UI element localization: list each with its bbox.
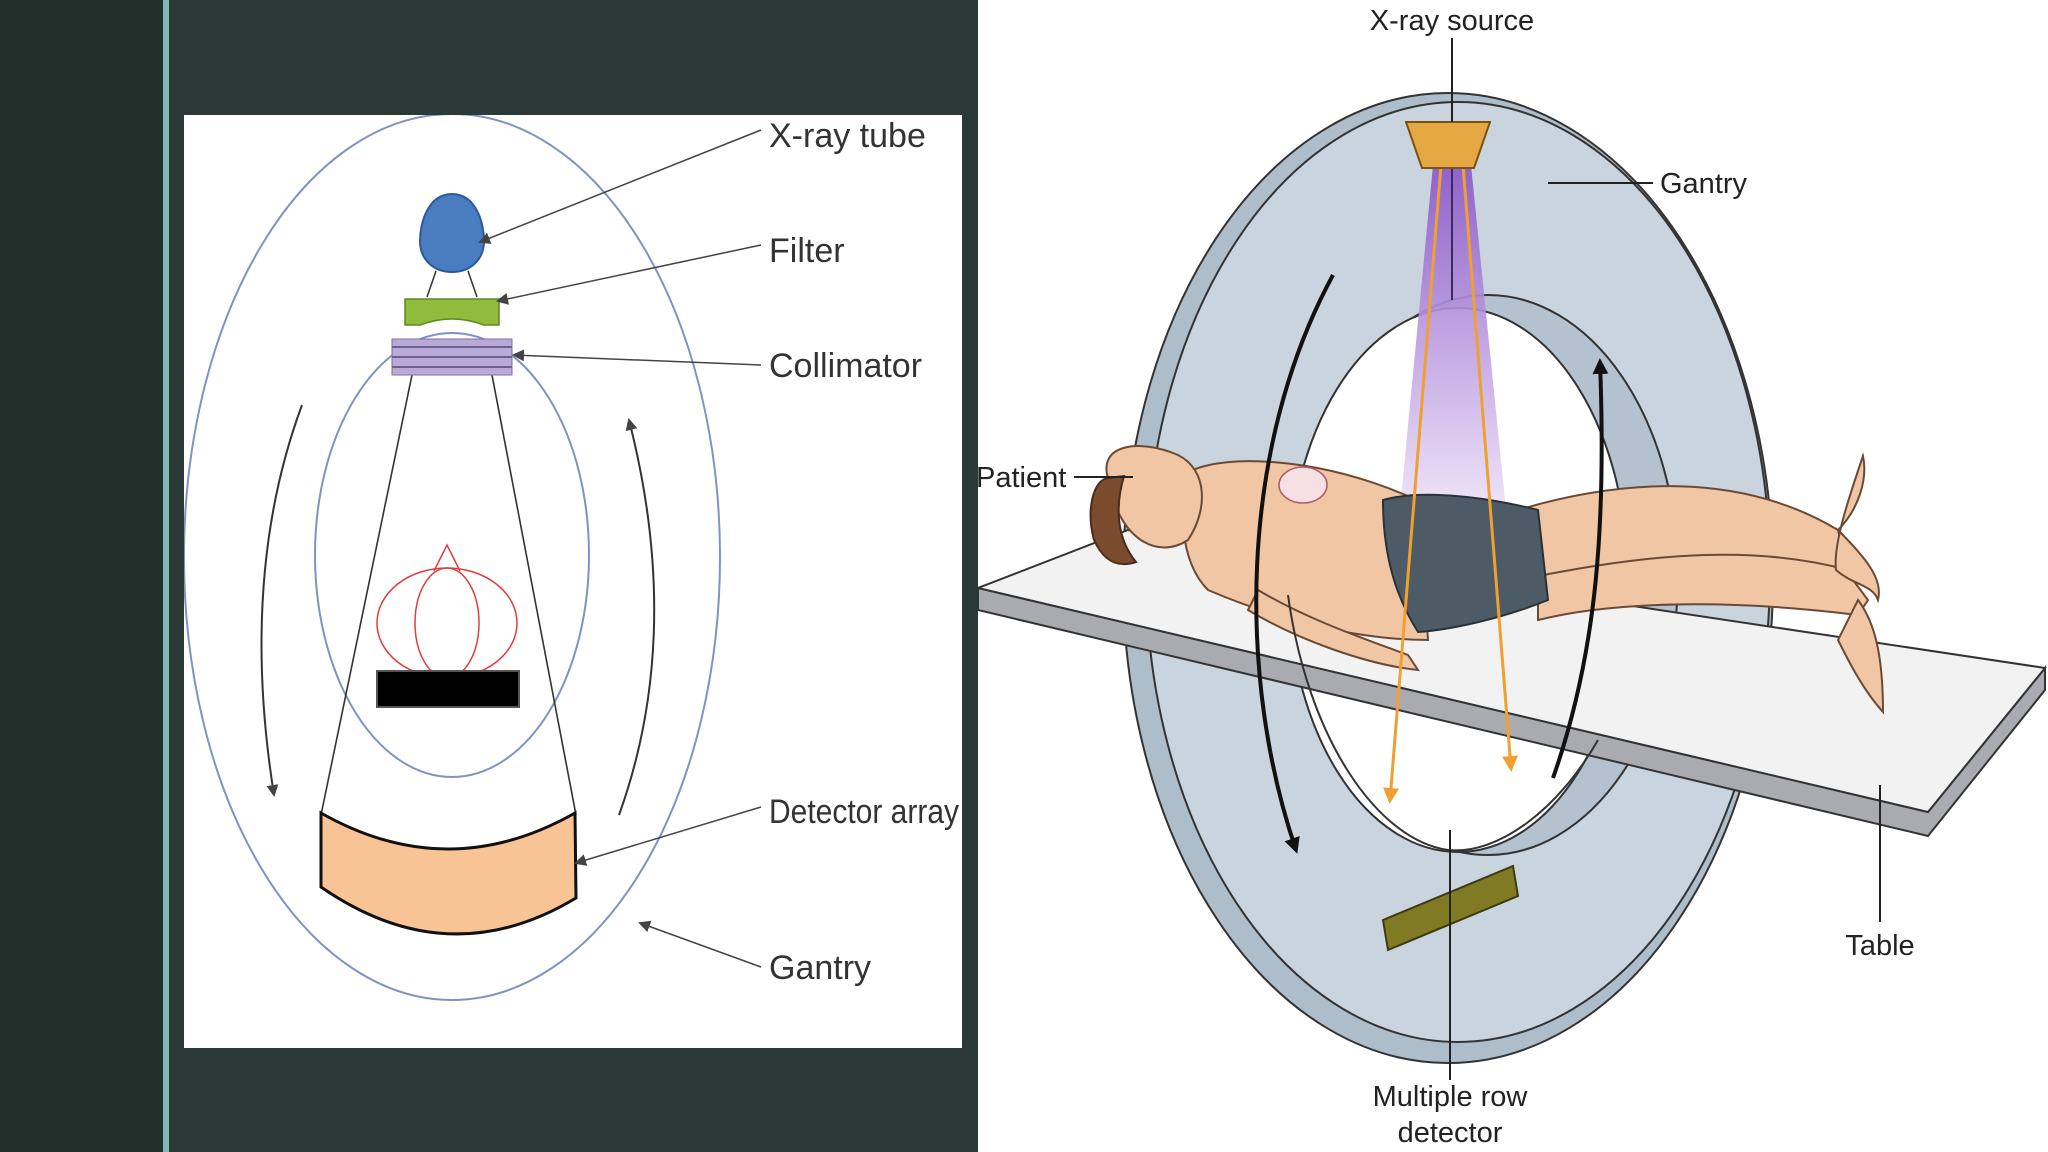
label-gantry: Gantry bbox=[1660, 168, 1748, 200]
collimator bbox=[391, 338, 513, 376]
label-xray-tube: X-ray tube bbox=[769, 117, 926, 155]
label-detector-array: Detector array bbox=[769, 793, 959, 831]
ct-schematic-panel: X-ray tube Filter Collimator Detector ar… bbox=[184, 115, 962, 1048]
tube-neck-right bbox=[467, 270, 478, 298]
patient-figure bbox=[1089, 445, 1885, 715]
label-detector-line2: detector bbox=[1398, 1117, 1503, 1149]
pointer-xray-tube bbox=[478, 129, 762, 244]
pointer-detector-array bbox=[574, 806, 762, 866]
label-filter: Filter bbox=[769, 232, 845, 270]
gantry-bore-lower-rim bbox=[1287, 594, 1599, 852]
label-detector-line1: Multiple row bbox=[1373, 1081, 1529, 1113]
patient-shorts bbox=[1381, 493, 1550, 634]
ct-schematic-diagram: X-ray tube Filter Collimator Detector ar… bbox=[184, 115, 959, 1001]
label-xray-source: X-ray source bbox=[1370, 5, 1534, 37]
label-table: Table bbox=[1845, 930, 1914, 962]
patient-hair bbox=[1089, 474, 1138, 566]
slide-accent-line bbox=[163, 0, 169, 1152]
beam-line-left bbox=[320, 374, 413, 816]
patient-heart bbox=[1278, 466, 1328, 504]
xray-ray-right bbox=[1461, 164, 1519, 772]
gantry-inner-ring bbox=[314, 332, 590, 778]
ct-scanner-illustration-panel: X-ray source Gantry Patient Table Multip… bbox=[978, 0, 2048, 1152]
xray-beam bbox=[1398, 165, 1508, 530]
pointer-gantry bbox=[638, 920, 762, 968]
xray-source bbox=[1404, 121, 1492, 169]
xray-tube bbox=[418, 192, 486, 274]
label-patient: Patient bbox=[978, 462, 1066, 494]
xray-ray-left bbox=[1382, 164, 1443, 804]
rotation-arrow-right bbox=[1551, 358, 1609, 779]
detector-array bbox=[319, 810, 578, 936]
tube-neck-left bbox=[426, 270, 437, 298]
scanned-object bbox=[376, 543, 518, 679]
rotation-arrow-left bbox=[1254, 274, 1335, 854]
gantry-outer-ring bbox=[184, 115, 721, 1001]
rotation-arrow-right bbox=[618, 418, 656, 816]
ct-scanner-illustration: X-ray source Gantry Patient Table Multip… bbox=[978, 5, 2047, 1149]
patient-table-section bbox=[376, 670, 520, 708]
label-collimator: Collimator bbox=[769, 347, 922, 385]
rotation-arrow-left bbox=[260, 404, 303, 797]
pointer-filter bbox=[496, 244, 762, 305]
pointer-collimator bbox=[512, 349, 762, 366]
slide-left-strip bbox=[0, 0, 163, 1152]
filter bbox=[404, 298, 500, 326]
beam-line-right bbox=[491, 374, 577, 816]
label-gantry: Gantry bbox=[769, 949, 871, 987]
